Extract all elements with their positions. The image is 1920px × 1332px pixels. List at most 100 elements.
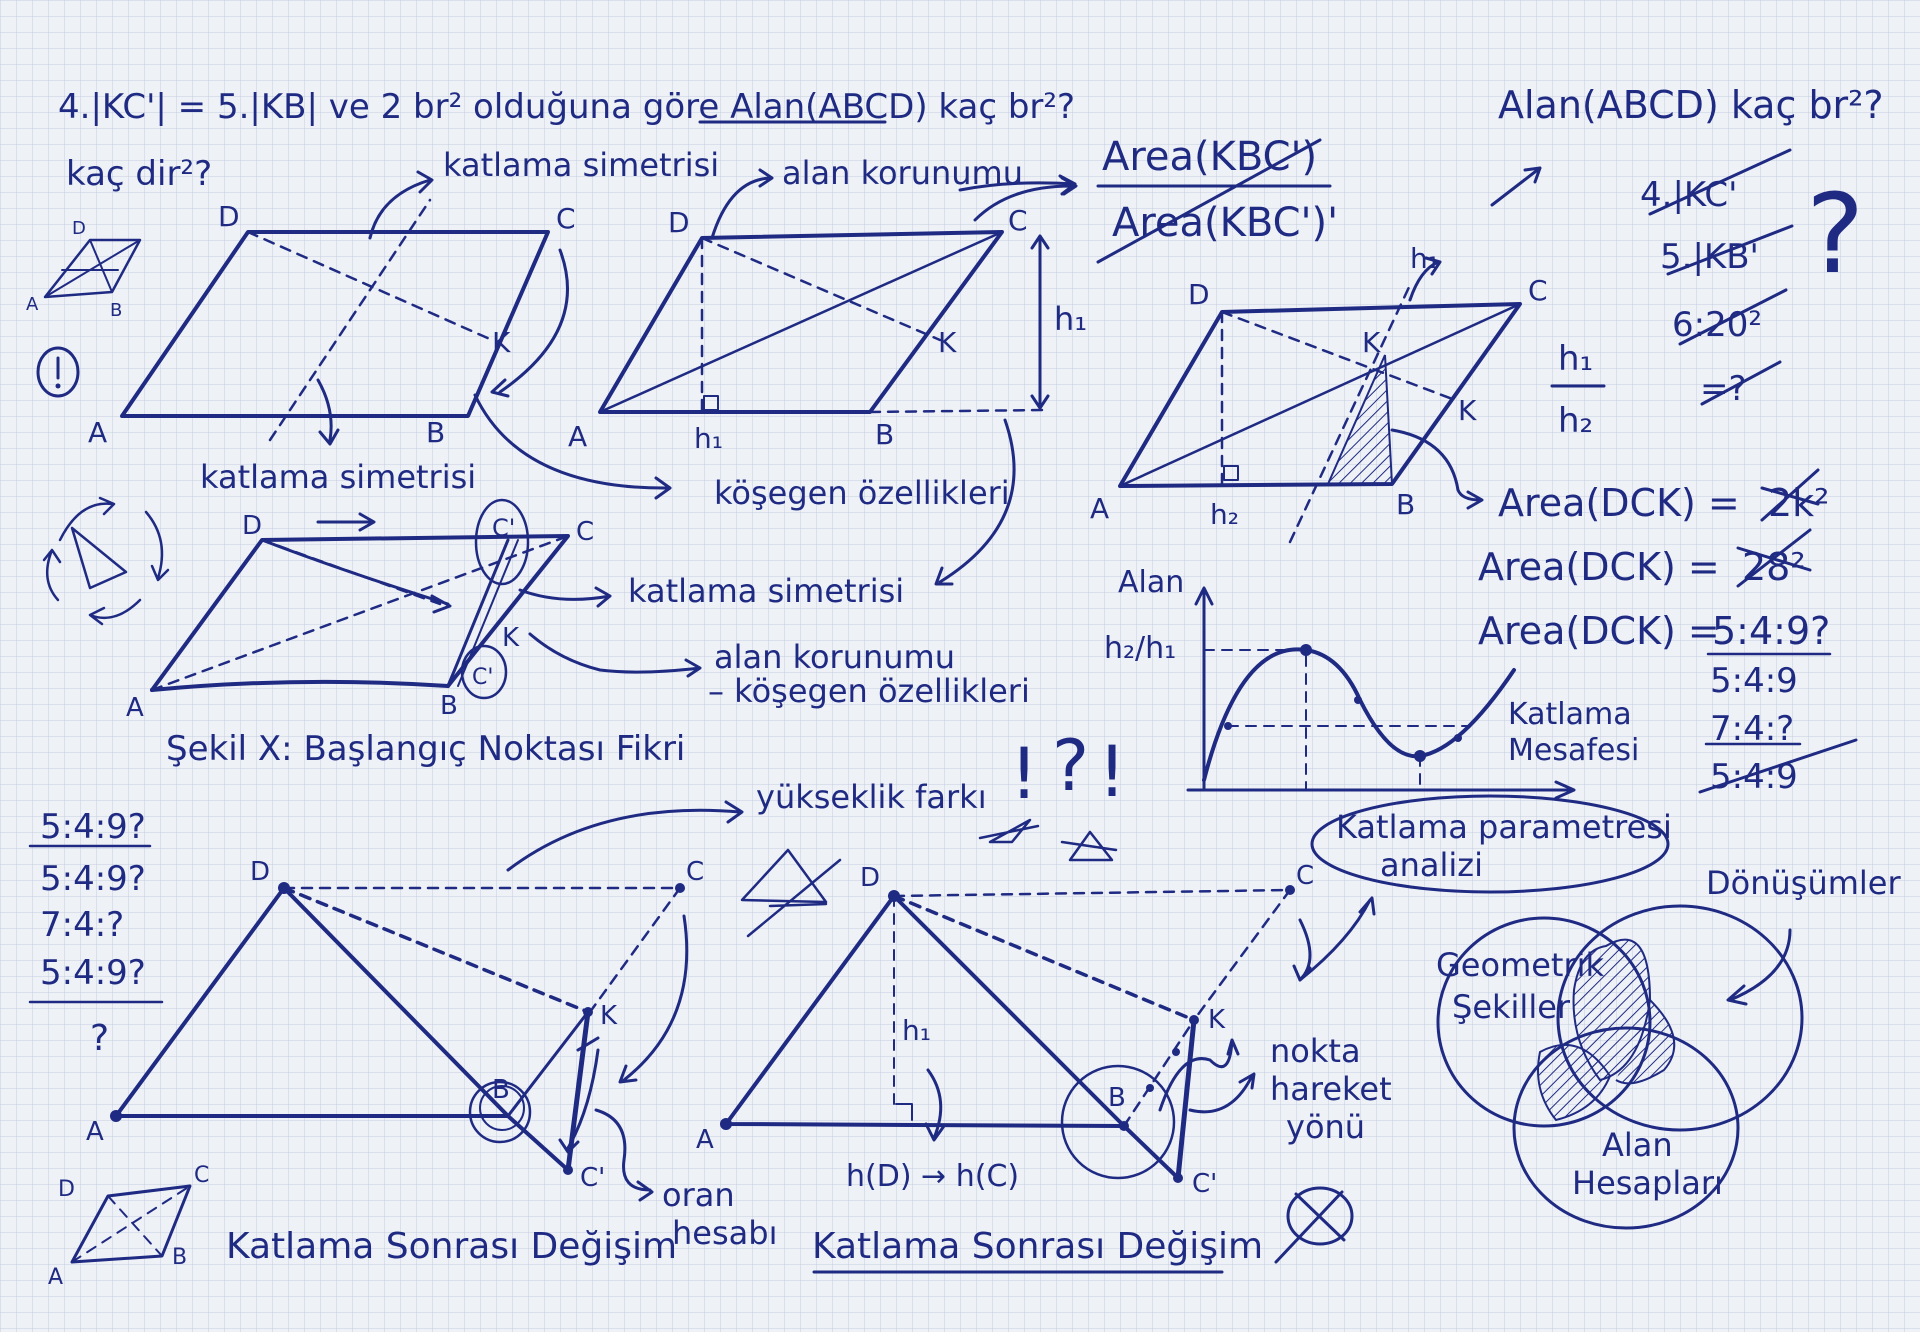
ratio-list-left: 5:4:9? 5:4:9? 7:4:? 5:4:9? ? <box>28 807 164 1059</box>
caption-katlama-sonrasi-2: Katlama Sonrası Değişim <box>812 1226 1263 1267</box>
ratio-left-4: 5:4:9? <box>40 953 146 993</box>
label-A: A <box>1090 492 1109 525</box>
label-Cp: C' <box>580 1163 605 1193</box>
label-K: K <box>1362 326 1381 359</box>
label-katlama-simetrisi-top: katlama simetrisi <box>443 146 719 184</box>
label-D: D <box>58 1177 75 1202</box>
graph-y-label: Alan <box>1118 565 1184 600</box>
venn-label-area-2: Hesapları <box>1572 1164 1723 1202</box>
label-C: C <box>556 202 576 235</box>
label-C: C <box>194 1163 209 1188</box>
crossed-circle-icon <box>1274 1186 1354 1264</box>
ratio-row-1: 5:4:9 <box>1710 661 1798 701</box>
label-B: B <box>492 1075 510 1105</box>
venn-label-shapes-1: Geometrik <box>1436 946 1605 984</box>
label-K: K <box>492 326 511 359</box>
label-Cp: C' <box>492 514 515 542</box>
label-hesabi: hesabı <box>672 1214 777 1252</box>
area-numerator: Area(KBC') <box>1102 134 1317 180</box>
label-A: A <box>696 1125 714 1155</box>
arrow-icon <box>506 800 744 872</box>
svg-text:!: ! <box>1098 731 1126 813</box>
label-h1: h₁ <box>902 1014 931 1047</box>
figure-fold-2: D C A B K C' C' <box>126 498 702 723</box>
cycle-arrows-icon <box>42 496 170 626</box>
svg-text:!: ! <box>1010 733 1038 815</box>
caption-sekil-x: Şekil X: Başlangıç Noktası Fikri <box>166 729 685 769</box>
graph-point <box>1354 696 1362 704</box>
label-D: D <box>250 857 270 887</box>
label-D: D <box>860 863 880 893</box>
venn-label-transformations: Dönüşümler <box>1706 864 1901 902</box>
label-B: B <box>110 300 122 321</box>
fold-graph: Alan h₂/h₁ Katlama Mesafesi Katlama para… <box>1104 565 1672 894</box>
venn-circle-transformations <box>1556 904 1804 1132</box>
label-K: K <box>938 326 957 359</box>
label-hareket: hareket <box>1270 1070 1392 1108</box>
label-yonu: yönü <box>1286 1108 1365 1146</box>
label-hd-hc: h(D) → h(C) <box>846 1159 1019 1194</box>
label-D: D <box>72 218 86 239</box>
label-D: D <box>668 206 690 239</box>
crossed-notes: 4.|KC' 5.|KB' 6:20² =? <box>1640 148 1794 409</box>
label-B: B <box>426 416 445 449</box>
graph-caption-2: analizi <box>1380 846 1483 884</box>
figure-fold-3: D C A B K C' <box>86 857 704 1202</box>
graph-y-tick: h₂/h₁ <box>1104 631 1176 666</box>
label-A: A <box>86 1117 104 1147</box>
label-C: C <box>686 857 704 887</box>
graph-point <box>1224 722 1232 730</box>
label-C: C <box>576 517 594 547</box>
venn-label-shapes-2: Şekiller <box>1452 988 1571 1026</box>
x-axis <box>1186 780 1576 800</box>
ratio-left-5: ? <box>90 1018 109 1059</box>
venn-diagram: Dönüşümler Geometrik Şekiller Alan Hesap… <box>1436 864 1901 1230</box>
svg-text:?: ? <box>1052 725 1089 807</box>
ratio-left-3: 7:4:? <box>40 905 124 945</box>
figure-fold-1: D C A B K <box>88 170 576 449</box>
label-katlama-simetrisi-mid: katlama simetrisi <box>628 572 904 610</box>
label-katlama-simetrisi-bottom: katlama simetrisi <box>200 458 476 496</box>
label-h2: h₂ <box>1210 498 1239 531</box>
label-B: B <box>172 1245 187 1270</box>
figure-fold-4: D C A B K C' h₁ <box>696 861 1376 1199</box>
ratio-numerator: h₁ <box>1558 339 1593 379</box>
label-B: B <box>440 691 458 721</box>
subline-question: kaç dir²? <box>66 154 212 194</box>
mini-triangle-icon <box>740 848 842 938</box>
label-D: D <box>218 200 240 233</box>
label-C: C <box>1008 204 1028 237</box>
label-kosegen-ozellikleri-mid: – köşegen özellikleri <box>708 672 1030 710</box>
label-C: C <box>1528 274 1548 307</box>
exclamation-icon <box>36 346 80 398</box>
strike-line <box>1096 138 1322 264</box>
height-ratio: h₁ h₂ <box>1550 339 1606 441</box>
label-A: A <box>26 294 39 315</box>
caption-oval <box>1310 794 1670 894</box>
y-axis <box>1194 586 1214 792</box>
label-kosegen-ozellikleri: köşegen özellikleri <box>714 474 1010 512</box>
label-A: A <box>126 693 144 723</box>
label-A: A <box>568 420 587 453</box>
right-question: Alan(ABCD) kaç br²? <box>1498 83 1884 127</box>
area-line-2: Area(DCK) = <box>1478 545 1720 589</box>
ratio-row-2: 7:4:? <box>1710 709 1794 749</box>
mini-parallelogram-2: D C A B <box>48 1163 209 1290</box>
label-A: A <box>48 1265 63 1290</box>
label-oran: oran <box>662 1176 735 1214</box>
label-C: C <box>1296 861 1314 891</box>
ratio-left-2: 5:4:9? <box>40 859 146 899</box>
label-D: D <box>1188 278 1210 311</box>
area-denominator: Area(KBC')' <box>1112 200 1338 246</box>
figure-heights: D C A B K h₁ h₁ <box>473 168 1087 586</box>
area-dck-notes: Area(DCK) = 2k² Area(DCK) = 28² Area(DCK… <box>1478 468 1858 797</box>
label-alan-korunumu-mid: alan korunumu <box>714 638 955 676</box>
problem-statement: 4.|KC'| = 5.|KB| ve 2 br² olduğuna göre … <box>58 87 1075 127</box>
label-K: K <box>502 623 520 653</box>
graph-x-label-1: Katlama <box>1508 697 1632 732</box>
area-line-1: Area(DCK) = <box>1498 481 1740 525</box>
venn-label-area-1: Alan <box>1602 1126 1673 1164</box>
question-icon: ! ? ! <box>978 725 1126 862</box>
graph-caption-1: Katlama parametresi <box>1336 808 1672 846</box>
